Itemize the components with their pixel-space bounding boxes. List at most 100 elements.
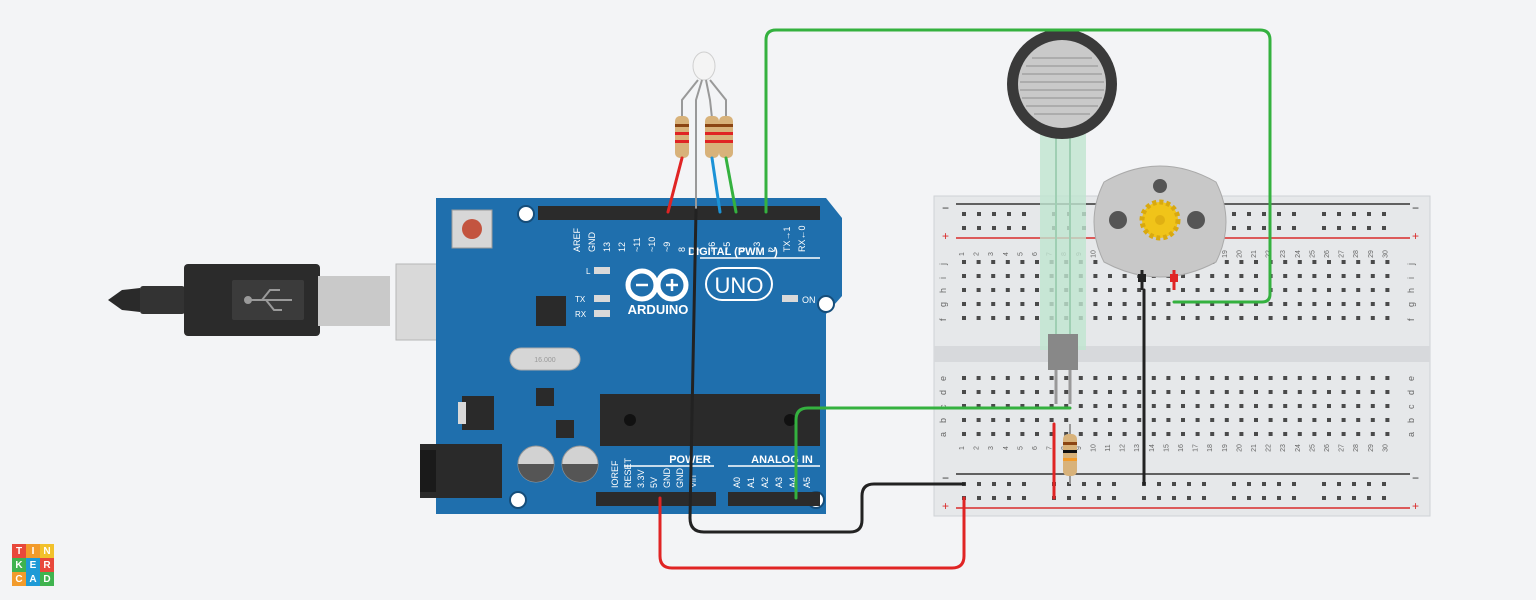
led-resistor-green[interactable] bbox=[719, 116, 733, 158]
row-letter: i bbox=[938, 277, 948, 279]
row-letter: j bbox=[938, 263, 948, 266]
column-number: 23 bbox=[1280, 444, 1287, 452]
rail-minus-bottom-left: − bbox=[942, 471, 949, 485]
logo-letter: I bbox=[26, 544, 40, 558]
column-number: 11 bbox=[1105, 444, 1112, 451]
arduino-infinity-logo bbox=[625, 268, 689, 302]
onboard-leds: L TX RX ON bbox=[575, 267, 816, 319]
row-letter: b bbox=[938, 418, 948, 423]
power-header bbox=[596, 492, 716, 506]
pin-label: RX←0 bbox=[797, 225, 807, 252]
column-number: 24 bbox=[1295, 444, 1302, 452]
row-letter: f bbox=[1406, 318, 1416, 321]
logo-letter: C bbox=[12, 572, 26, 586]
pin-label: ~5 bbox=[722, 242, 732, 252]
pin-label: 4 bbox=[737, 247, 747, 252]
rail-plus-bottom-left: + bbox=[942, 499, 949, 513]
column-number: 27 bbox=[1339, 250, 1346, 258]
row-letter: e bbox=[938, 376, 948, 381]
rgb-led[interactable] bbox=[681, 51, 727, 210]
pin-label: 2 bbox=[767, 247, 777, 252]
column-number: 28 bbox=[1353, 250, 1360, 258]
led-resistor-red[interactable] bbox=[675, 116, 689, 158]
pin-label: ~10 bbox=[647, 237, 657, 252]
dc-motor[interactable] bbox=[1093, 165, 1227, 290]
column-number: 13 bbox=[1134, 444, 1141, 452]
row-letter: g bbox=[938, 302, 948, 307]
column-number: 9 bbox=[1076, 446, 1083, 450]
wire-red-pin9 bbox=[666, 156, 684, 214]
wires[interactable] bbox=[658, 28, 1272, 570]
digital-header bbox=[538, 206, 820, 220]
column-number: 26 bbox=[1324, 250, 1331, 258]
column-number: 14 bbox=[1149, 444, 1156, 452]
pin-label: ~3 bbox=[752, 242, 762, 252]
pin-label: AREF bbox=[572, 227, 582, 252]
pin-label: GND bbox=[662, 468, 672, 489]
row-letter: a bbox=[938, 432, 948, 437]
column-number: 30 bbox=[1382, 250, 1389, 258]
column-number: 30 bbox=[1382, 444, 1389, 452]
analog-header bbox=[728, 492, 820, 506]
model-name: UNO bbox=[715, 273, 764, 298]
wire-green-pin5 bbox=[724, 156, 738, 214]
column-number: 25 bbox=[1309, 444, 1316, 452]
on-label: ON bbox=[802, 295, 816, 305]
row-letter: c bbox=[1406, 404, 1416, 409]
analog-label: ANALOG IN bbox=[751, 454, 813, 466]
column-number: 21 bbox=[1251, 444, 1258, 452]
led-label-rx: RX bbox=[575, 310, 587, 319]
pin-label: ~6 bbox=[707, 242, 717, 252]
pin-label: TX→1 bbox=[782, 226, 792, 252]
column-number: 25 bbox=[1309, 250, 1316, 258]
led-resistor-blue[interactable] bbox=[705, 116, 719, 158]
column-number: 18 bbox=[1207, 444, 1214, 452]
wire-green-pin3-motor bbox=[764, 28, 1272, 304]
rail-minus-top-left: − bbox=[942, 201, 949, 215]
column-number: 4 bbox=[1003, 252, 1010, 256]
mounting-hole bbox=[509, 491, 527, 509]
crystal-label: 16.000 bbox=[534, 357, 556, 364]
column-number: 17 bbox=[1193, 444, 1200, 452]
voltage-regulator bbox=[462, 396, 494, 430]
pin-label: A2 bbox=[760, 477, 770, 488]
column-number: 21 bbox=[1251, 250, 1258, 258]
pulldown-resistor[interactable] bbox=[1063, 424, 1077, 484]
pin-label: 7 bbox=[692, 247, 702, 252]
led-label-tx: TX bbox=[575, 295, 586, 304]
row-letter: d bbox=[938, 390, 948, 395]
breadboard-holes[interactable] bbox=[962, 212, 1390, 500]
column-number: 29 bbox=[1368, 250, 1375, 258]
column-number: 20 bbox=[1236, 250, 1243, 258]
row-letter: b bbox=[1406, 418, 1416, 423]
capacitors bbox=[517, 445, 599, 483]
pin-label: 5V bbox=[649, 477, 659, 488]
force-sensor[interactable] bbox=[1007, 29, 1117, 404]
pin-label: A3 bbox=[774, 477, 784, 488]
logo-letter: A bbox=[26, 572, 40, 586]
pin-label: GND bbox=[675, 468, 685, 489]
row-letter: i bbox=[1406, 277, 1416, 279]
mounting-hole bbox=[517, 205, 535, 223]
column-number: 4 bbox=[1003, 446, 1010, 450]
column-number: 6 bbox=[1032, 446, 1039, 450]
row-letter: f bbox=[938, 318, 948, 321]
rail-minus-bottom-right: − bbox=[1412, 471, 1419, 485]
row-letter: e bbox=[1406, 376, 1416, 381]
column-number: 20 bbox=[1236, 444, 1243, 452]
logo-letter: D bbox=[40, 572, 54, 586]
column-number: 10 bbox=[1090, 250, 1097, 258]
logo-letter: E bbox=[26, 558, 40, 572]
logo-letter: R bbox=[40, 558, 54, 572]
column-number: 23 bbox=[1280, 250, 1287, 258]
brand-name: ARDUINO bbox=[628, 302, 689, 317]
wire-blue-pin6 bbox=[710, 156, 722, 214]
column-number: 28 bbox=[1353, 444, 1360, 452]
row-letter: h bbox=[938, 288, 948, 293]
column-number: 6 bbox=[1032, 252, 1039, 256]
column-number: 3 bbox=[988, 252, 995, 256]
